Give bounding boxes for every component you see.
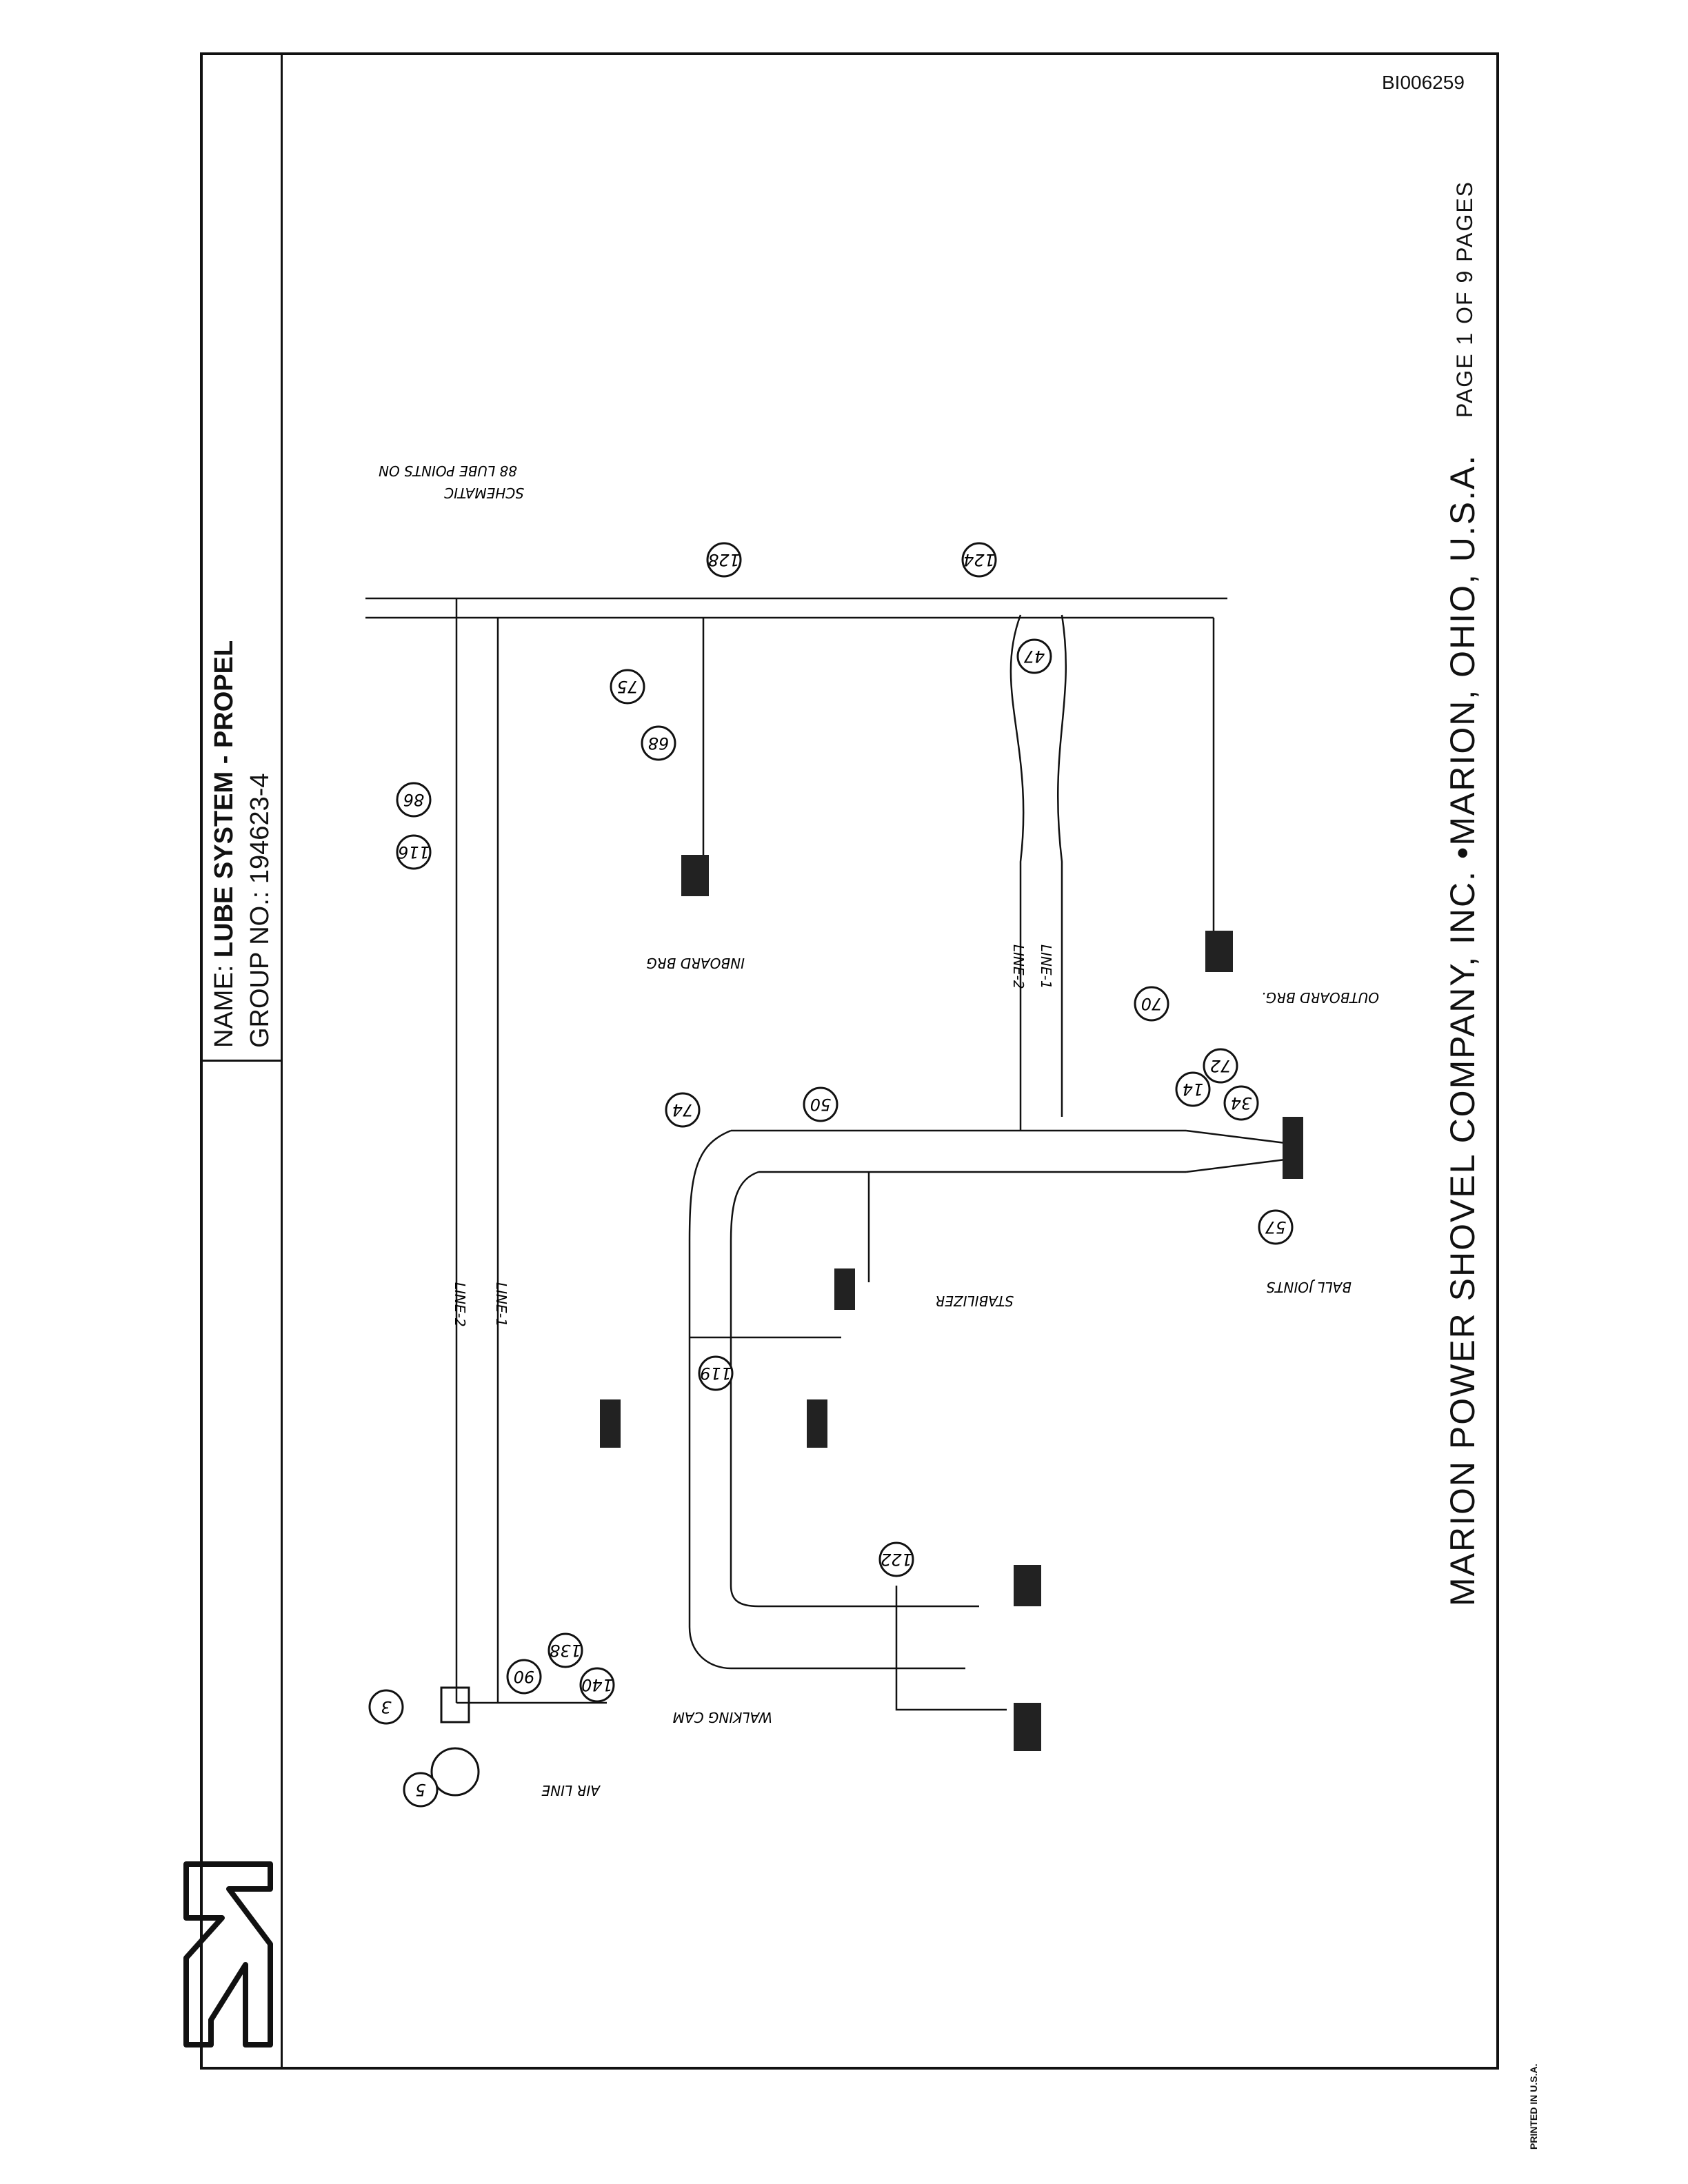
marion-m-logo-icon xyxy=(183,1861,273,2048)
callout-number: 14 xyxy=(1183,1080,1204,1099)
callout-number: 75 xyxy=(617,677,639,696)
company-name: MARION POWER SHOVEL COMPANY, INC. •MARIO… xyxy=(1443,454,1482,1606)
callout-number: 140 xyxy=(581,1675,613,1695)
line-1-label: LINE-1 xyxy=(493,1282,510,1327)
line-2-label: LINE-2 xyxy=(452,1282,468,1327)
callout-circle xyxy=(1223,1085,1259,1121)
callout-116: 116 xyxy=(396,834,432,870)
callout-3: 3 xyxy=(368,1689,404,1725)
walking-cam-label: WALKING CAM xyxy=(673,1709,772,1726)
pipe-network xyxy=(365,597,1297,1711)
callout-number: 119 xyxy=(700,1364,732,1383)
callout-number: 5 xyxy=(415,1780,425,1799)
callout-47: 47 xyxy=(1016,638,1052,674)
callout-number: 90 xyxy=(514,1667,535,1686)
callout-75: 75 xyxy=(610,669,645,705)
callout-circle xyxy=(396,782,432,818)
callout-circle xyxy=(579,1667,615,1703)
ball-joints-label: BALL JOINTS xyxy=(1266,1279,1352,1295)
callout-72: 72 xyxy=(1203,1048,1238,1084)
callout-14: 14 xyxy=(1175,1071,1211,1107)
callout-circle xyxy=(961,542,997,578)
callout-57: 57 xyxy=(1258,1209,1294,1245)
callout-circle xyxy=(368,1689,404,1725)
section-labels: SCHEMATIC 88 LUBE POINTS ON INBOARD BRG … xyxy=(379,463,1379,1799)
callout-circle xyxy=(641,725,676,761)
outboard-brg-label: OUTBOARD BRG. xyxy=(1261,989,1379,1006)
callout-90: 90 xyxy=(506,1659,542,1695)
lube-pump xyxy=(430,1686,480,1797)
callout-circle xyxy=(610,669,645,705)
page-indicator: PAGE 1 OF 9 PAGES xyxy=(1452,181,1478,418)
callout-number: 86 xyxy=(403,790,425,809)
printed-note: PRINTED IN U.S.A. xyxy=(1528,2063,1539,2150)
callout-circle xyxy=(1134,986,1169,1022)
callout-70: 70 xyxy=(1134,986,1169,1022)
callout-140: 140 xyxy=(579,1667,615,1703)
callout-119: 119 xyxy=(698,1355,734,1391)
inboard-brg-label: INBOARD BRG xyxy=(646,955,745,971)
callout-circle xyxy=(665,1092,701,1128)
callout-number: 124 xyxy=(963,550,995,569)
page-current: 1 xyxy=(1452,331,1477,345)
callout-circle xyxy=(803,1086,838,1122)
callout-number: 50 xyxy=(810,1095,832,1114)
callout-number: 47 xyxy=(1023,647,1045,666)
callout-number: 128 xyxy=(708,550,740,569)
page-total: 9 xyxy=(1452,269,1477,283)
callout-number: 74 xyxy=(672,1100,694,1120)
callout-circle xyxy=(1016,638,1052,674)
callout-number: 68 xyxy=(648,734,670,753)
callout-68: 68 xyxy=(641,725,676,761)
air-line-label: AIR LINE xyxy=(541,1782,601,1799)
drawing-frame: NAME: LUBE SYSTEM - PROPEL GROUP NO.: 19… xyxy=(200,52,1499,2070)
schematic-label: SCHEMATIC xyxy=(444,485,524,501)
callout-86: 86 xyxy=(396,782,432,818)
title-strip: NAME: LUBE SYSTEM - PROPEL GROUP NO.: 19… xyxy=(203,55,283,2067)
callout-circle xyxy=(1203,1048,1238,1084)
callout-number: 138 xyxy=(550,1641,581,1660)
page-of-label: OF xyxy=(1452,290,1477,324)
line-1-label-right: LINE-1 xyxy=(1038,944,1054,989)
callout-number: 72 xyxy=(1210,1056,1232,1075)
callout-5: 5 xyxy=(403,1772,439,1808)
callout-number: 34 xyxy=(1231,1093,1252,1113)
callout-circle xyxy=(1258,1209,1294,1245)
stabilizer-label: STABILIZER xyxy=(935,1293,1014,1309)
schematic-note: 88 LUBE POINTS ON xyxy=(379,463,517,479)
callout-124: 124 xyxy=(961,542,997,578)
callout-circle xyxy=(1175,1071,1211,1107)
page-label: PAGE xyxy=(1452,352,1477,418)
callout-34: 34 xyxy=(1223,1085,1259,1121)
callout-number: 57 xyxy=(1265,1217,1286,1237)
callout-circle xyxy=(403,1772,439,1808)
callout-50: 50 xyxy=(803,1086,838,1122)
callout-138: 138 xyxy=(547,1632,583,1668)
callout-number: 122 xyxy=(881,1550,912,1569)
callout-bubbles: 3 5 14 34 47 50 57 68 70 72 74 75 86 90 116 119 122 124 12… xyxy=(368,542,1294,1808)
line-2-label-right: LINE-2 xyxy=(1010,944,1027,989)
callout-number: 70 xyxy=(1141,994,1163,1013)
callout-122: 122 xyxy=(878,1541,914,1577)
document-id: BI006259 xyxy=(1382,72,1465,93)
callout-circle xyxy=(698,1355,734,1391)
callout-circle xyxy=(506,1659,542,1695)
callout-circle xyxy=(706,542,742,578)
callout-circle xyxy=(878,1541,914,1577)
callout-128: 128 xyxy=(706,542,742,578)
callout-circle xyxy=(396,834,432,870)
callout-circle xyxy=(547,1632,583,1668)
pages-label: PAGES xyxy=(1452,180,1477,262)
title-block: NAME: LUBE SYSTEM - PROPEL GROUP NO.: 19… xyxy=(203,55,283,1062)
distributor-blocks xyxy=(600,855,1303,1751)
callout-number: 3 xyxy=(381,1697,391,1717)
callout-number: 116 xyxy=(398,842,430,862)
callout-74: 74 xyxy=(665,1092,701,1128)
